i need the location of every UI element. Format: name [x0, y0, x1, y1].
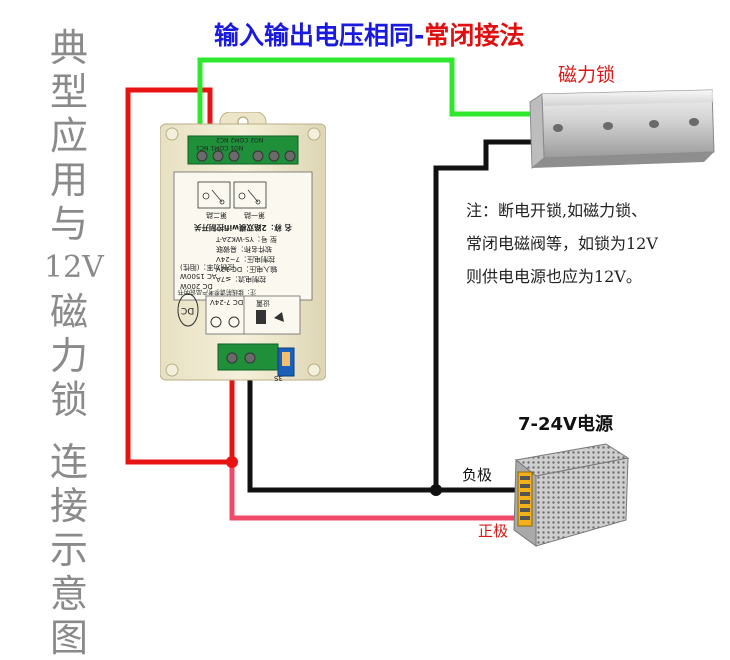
caption-char: 与 — [49, 202, 88, 246]
module-software: 软件名称：易微联 — [216, 245, 272, 253]
terminal-labels-1: NO1 COM1 NC1 — [196, 144, 243, 151]
note-line: 则供电电源也应为12V。 — [466, 267, 642, 286]
caption-char: 锁 — [49, 378, 88, 422]
caption-char: 典 — [49, 26, 88, 70]
header-part-red: 常闭接法 — [424, 21, 525, 50]
caption-char: 接 — [49, 484, 88, 528]
diagram-header: 输入输出电压相同-常闭接法 — [214, 16, 524, 52]
terminal-label: NO1 — [230, 144, 244, 151]
caption-char: 应 — [49, 114, 88, 158]
caption-char: 意 — [49, 572, 88, 616]
note-text: 注：断电开锁,如磁力锁、 常闭电磁阀等，如锁为12V 则供电电源也应为12V。 — [466, 194, 728, 293]
module-power-ac: AC 1500W — [180, 272, 217, 280]
junction-black — [430, 484, 442, 496]
module-model: 型 号：YS-WK2A-T — [216, 235, 277, 243]
terminal-label: COM2 — [230, 136, 249, 143]
black-wire-module — [247, 366, 436, 493]
green-wire — [197, 57, 530, 148]
note-line: 常闭电磁阀等，如锁为12V — [466, 234, 658, 253]
caption-char: 型 — [49, 70, 88, 114]
wifi-relay-module: NO2 COM2 NC2 NO1 COM1 NC1 第一路 第二路 名 称：2路… — [160, 112, 326, 392]
wiring-layer — [125, 57, 540, 521]
caption-char: 用 — [49, 158, 88, 202]
junction-red — [226, 456, 238, 468]
bottom-marker: 3S — [274, 374, 283, 382]
terminal-labels: NO2 COM2 NC2 — [216, 136, 263, 143]
terminal-label: NO2 — [250, 136, 264, 143]
side-caption: 典 型 应 用 与 12V 磁 力 锁 连 接 示 意 图 — [44, 26, 104, 660]
terminal-label: COM1 — [210, 144, 229, 151]
set-label: 设置 — [256, 299, 270, 307]
caption-char: 图 — [49, 616, 88, 660]
power-supply-image — [513, 443, 630, 547]
module-body-image — [160, 112, 326, 381]
caption-char: 磁 — [49, 290, 88, 334]
psu-title: 7-24V电源 — [518, 414, 613, 435]
caption-char: 连 — [49, 440, 88, 484]
dc-badge: DC — [181, 305, 195, 315]
terminal-label: NC1 — [196, 144, 209, 151]
magnetic-lock-image — [529, 89, 715, 170]
terminal-label: NC2 — [216, 136, 229, 143]
psu-negative-label: 负极 — [462, 466, 493, 484]
header-part-blue: 输入输出电压相同- — [214, 21, 425, 50]
red-wire-left — [125, 87, 232, 465]
module-footer: 注：接线前请参考产品说明书 — [178, 288, 257, 295]
module-current: 控制电流：≤7A — [216, 275, 267, 283]
note-line: 注：断电开锁,如磁力锁、 — [466, 201, 648, 220]
black-wire-lock — [433, 139, 540, 493]
relay-label: 第二路 — [206, 211, 227, 219]
caption-char: 力 — [49, 334, 88, 378]
caption-char: 示 — [49, 528, 88, 572]
lock-label: 磁力锁 — [558, 64, 616, 86]
diagram-canvas: 典 型 应 用 与 12V 磁 力 锁 连 接 示 意 图 输入输出电压相同-常… — [44, 16, 728, 660]
relay-label: 第一路 — [244, 211, 265, 219]
dc-range: DC 7-24V — [210, 298, 244, 306]
module-power: 控制功率：(阻性) — [180, 263, 235, 271]
psu-positive-label: 正极 — [478, 522, 509, 540]
caption-char: 12V — [44, 250, 104, 285]
module-name: 名 称：2路双模wifi控制开关 — [194, 223, 292, 232]
caption-gap — [44, 422, 94, 440]
